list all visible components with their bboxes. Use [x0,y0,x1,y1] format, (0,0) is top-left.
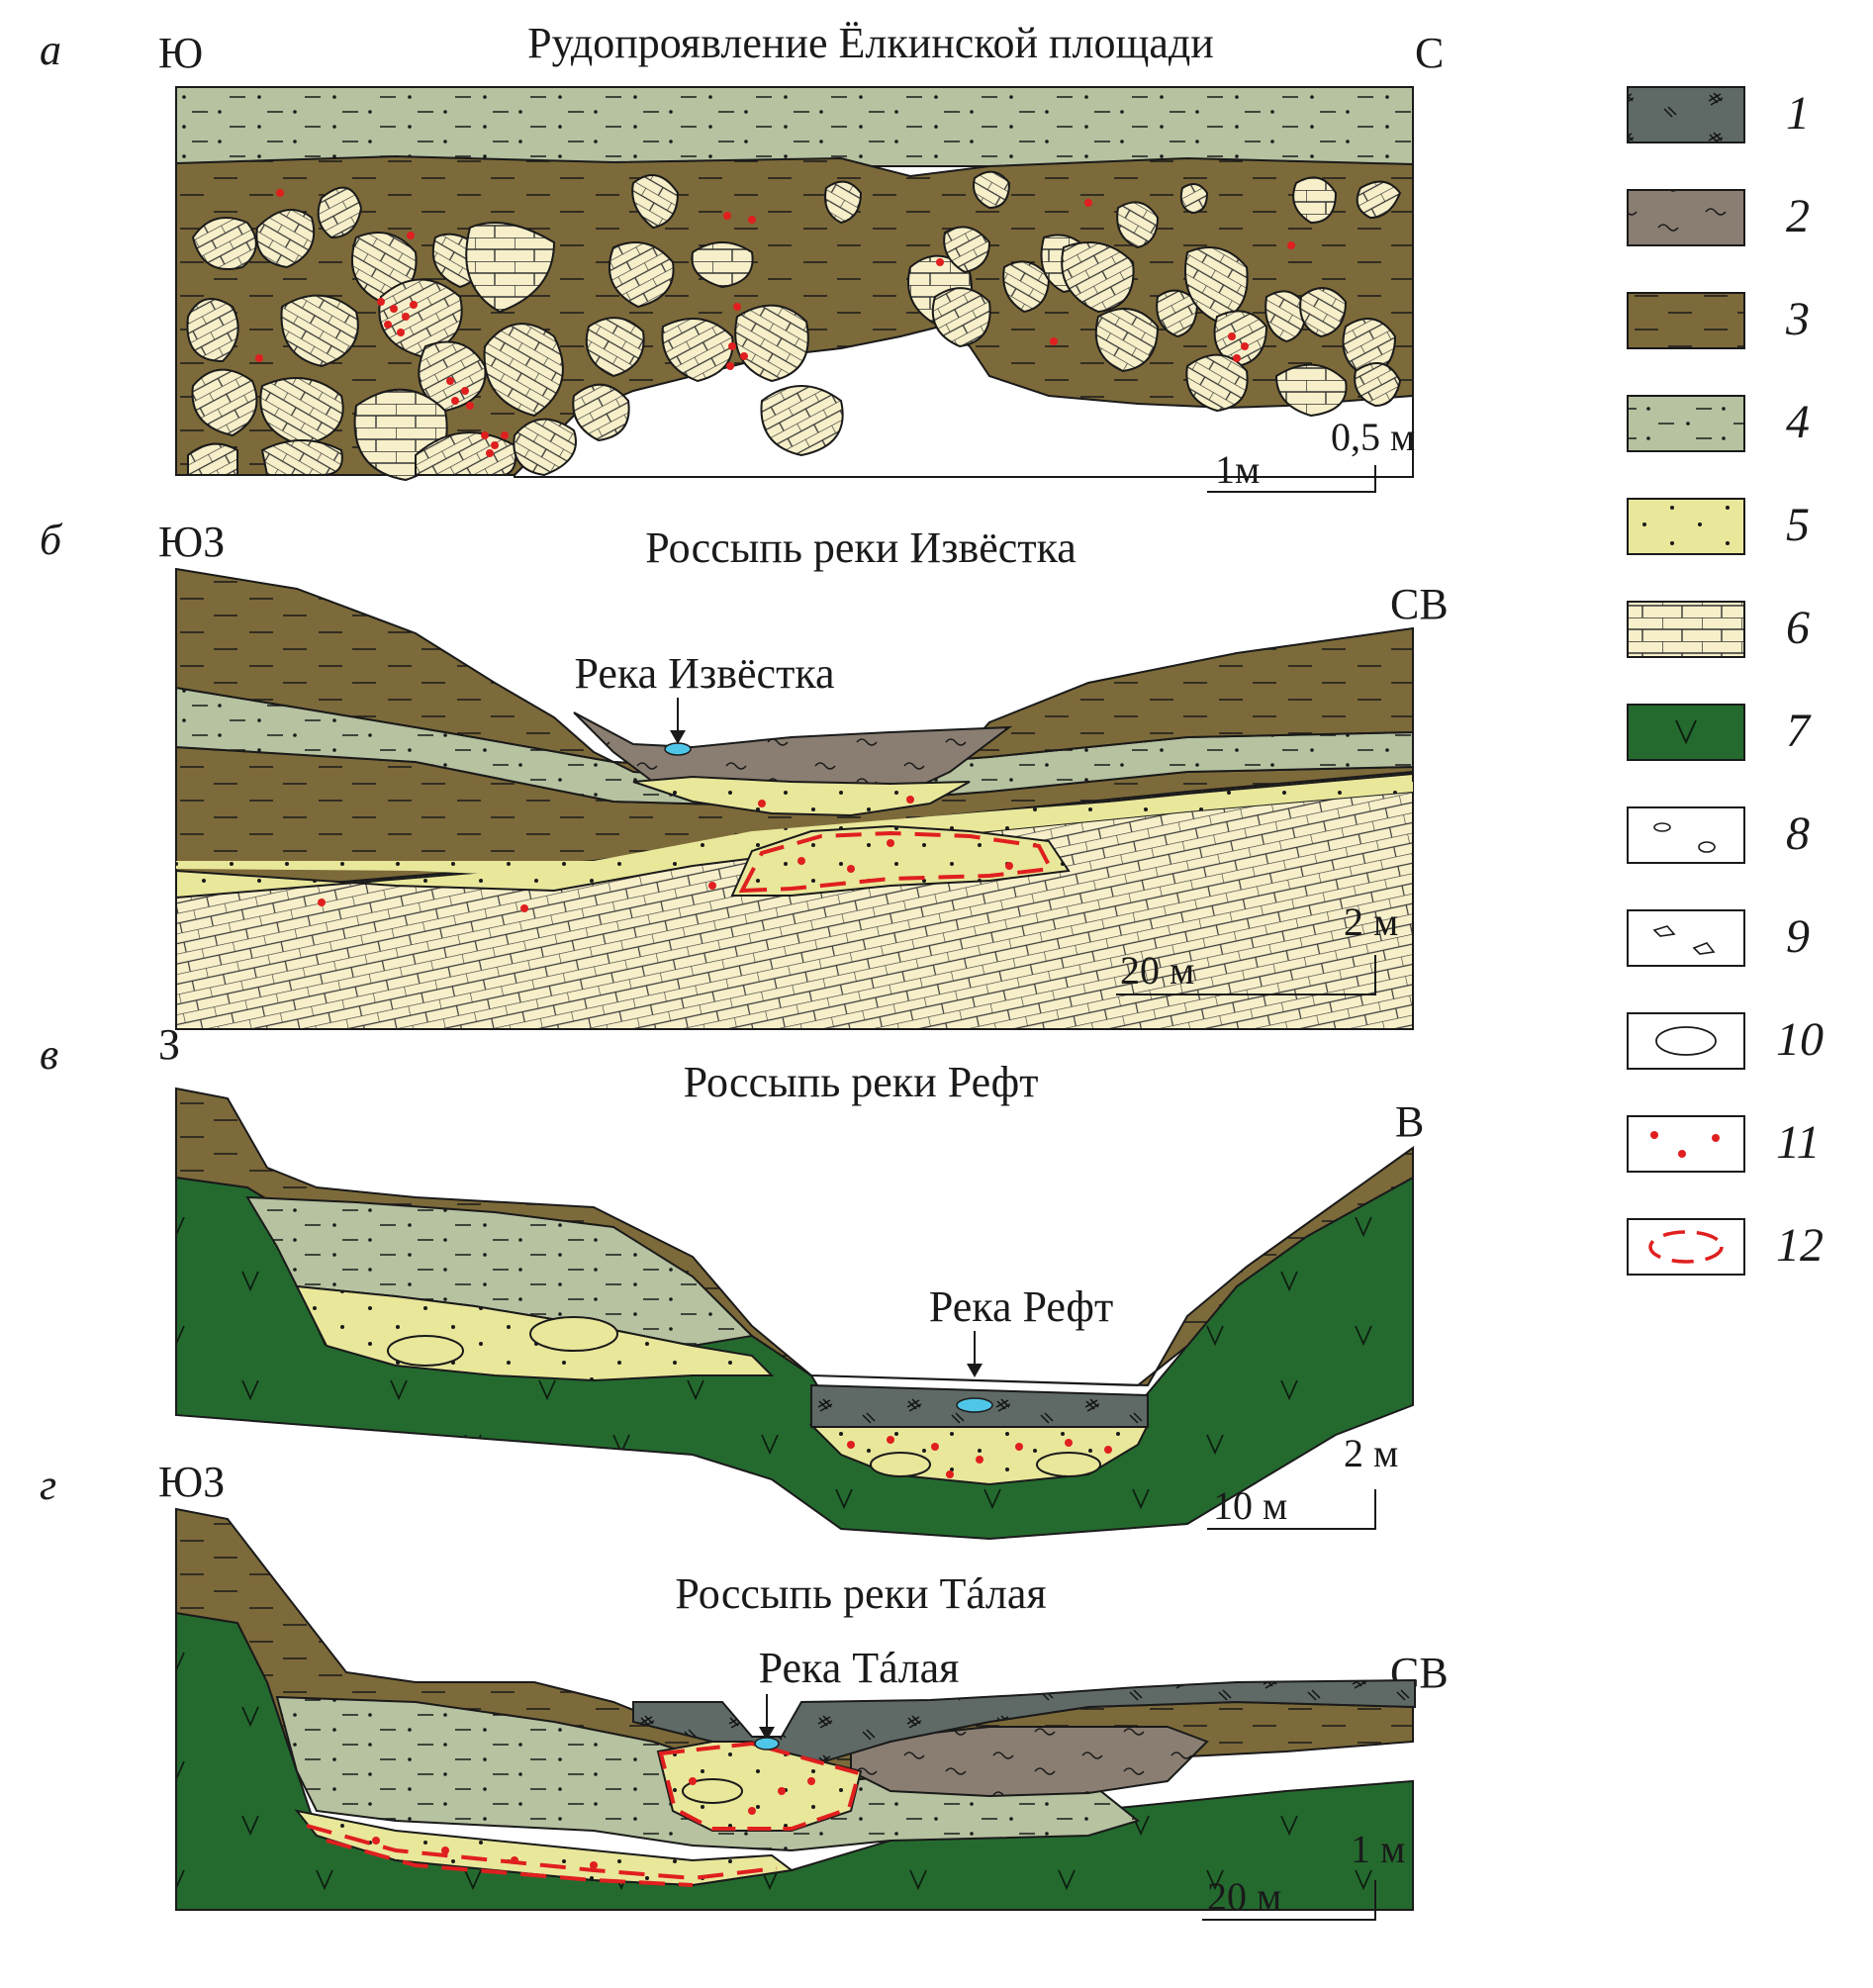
legend-item-8: 8 [1627,806,1810,864]
legend-number-2: 2 [1786,190,1810,242]
silt-g [850,1726,1209,1798]
scale-bar-g [1202,1880,1376,1921]
direction-left-a: Ю [158,29,203,77]
legend-number-9: 9 [1786,910,1810,963]
river-label-g: Река Тáлая [759,1644,960,1692]
scale-v-a: 0,5 м [1331,415,1415,459]
legend-number-4: 4 [1786,396,1810,448]
panel-title-g: Россыпь реки Тáлая [675,1569,1046,1618]
panel-v: в З Россыпь реки Рефт В Река Рефт 10 м 2… [40,1020,1424,1541]
direction-right-a: С [1415,29,1444,77]
gold-grains-a [255,189,1295,457]
dots-dashes-icon [1627,395,1745,452]
river-label-b: Река Извёстка [574,649,834,698]
brick-pattern-icon [1627,601,1745,658]
v-marks-icon [1627,704,1745,761]
legend-item-9: 9 [1627,909,1810,967]
legend-number-5: 5 [1786,499,1810,551]
legend-item-3: 3 [1627,292,1810,349]
direction-left-g: ЮЗ [158,1458,225,1506]
dashes-icon [1627,292,1745,349]
legend-item-2: 2 [1627,189,1810,246]
legend-item-7: 7 [1627,704,1812,761]
panel-g: г ЮЗ Россыпь реки Тáлая СВ Река Тáлая [40,1458,1449,1921]
panel-label-g: г [40,1461,56,1509]
legend-number-12: 12 [1776,1219,1824,1272]
legend-number-1: 1 [1786,87,1810,140]
river-water-g [754,1737,780,1751]
legend-item-5: 5 [1627,498,1810,555]
scale-v-g: 1 м [1351,1827,1405,1871]
direction-left-b: ЮЗ [158,518,225,566]
channel-sand-b [632,775,971,817]
river-label-v: Река Рефт [929,1282,1113,1331]
red-dashed-contour-icon [1627,1218,1745,1276]
legend-item-6: 6 [1627,601,1810,658]
panel-label-a: а [40,26,61,74]
legend-item-11: 11 [1627,1115,1820,1173]
scale-v-v: 2 м [1344,1431,1398,1475]
panel-b: б ЮЗ Россыпь реки Извёстка СВ Река Извёс… [40,516,1449,1030]
scale-bar-v [1207,1489,1376,1530]
legend-item-4: 4 [1627,395,1810,452]
panel-label-v: в [40,1030,58,1079]
gold-contour-b [738,830,1055,894]
direction-right-b: СВ [1390,580,1449,628]
legend-number-10: 10 [1776,1013,1824,1066]
scale-bar-a [1207,465,1376,493]
direction-left-v: З [158,1020,180,1069]
legend-item-12: 12 [1627,1218,1824,1276]
panel-title-b: Россыпь реки Извёстка [645,523,1077,572]
legend: 1 2 3 4 5 6 7 8 [1627,86,1824,1276]
legend-number-6: 6 [1786,602,1810,654]
scale-bar-b [1116,955,1376,995]
river-water-b [664,742,692,756]
panel-title-a: Рудопроявление Ёлкинской площади [527,19,1214,67]
legend-number-8: 8 [1786,807,1810,860]
gold-grains-g [372,1777,815,1869]
legend-item-1: 1 [1627,86,1810,143]
tilde-marks-icon [1627,189,1745,246]
panel-title-v: Россыпь реки Рефт [684,1058,1039,1106]
gold-grains-v [847,1436,1112,1478]
scale-h-v: 10 м [1213,1483,1287,1528]
legend-item-10: 10 [1627,1012,1824,1070]
scale-h-b: 20 м [1120,948,1194,993]
loam-layer-top [175,86,1414,167]
scale-h-g: 20 м [1207,1874,1281,1919]
gold-grains-b [318,796,1013,912]
legend-number-11: 11 [1776,1116,1820,1169]
panel-a: а Ю Рудопроявление Ёлкинской площади С [40,19,1444,495]
dots-icon [1627,498,1745,555]
small-pebbles-icon [1627,806,1745,864]
channel-sand-g [656,1741,863,1832]
large-boulder-icon [1627,1012,1745,1070]
direction-right-v: В [1395,1097,1424,1146]
legend-number-7: 7 [1786,705,1812,757]
clay-upper-b [175,567,1414,784]
legend-number-3: 3 [1785,293,1810,345]
scale-h-a: 1м [1215,447,1260,492]
angular-fragments-icon [1627,909,1745,967]
river-water-v [956,1397,993,1413]
gold-lens-b [730,824,1071,897]
panel-label-b: б [40,516,63,564]
red-dots-icon [1627,1115,1745,1173]
scale-v-b: 2 м [1344,899,1398,944]
limestone-boulders [186,170,1402,482]
hash-marks-icon [1627,86,1745,143]
